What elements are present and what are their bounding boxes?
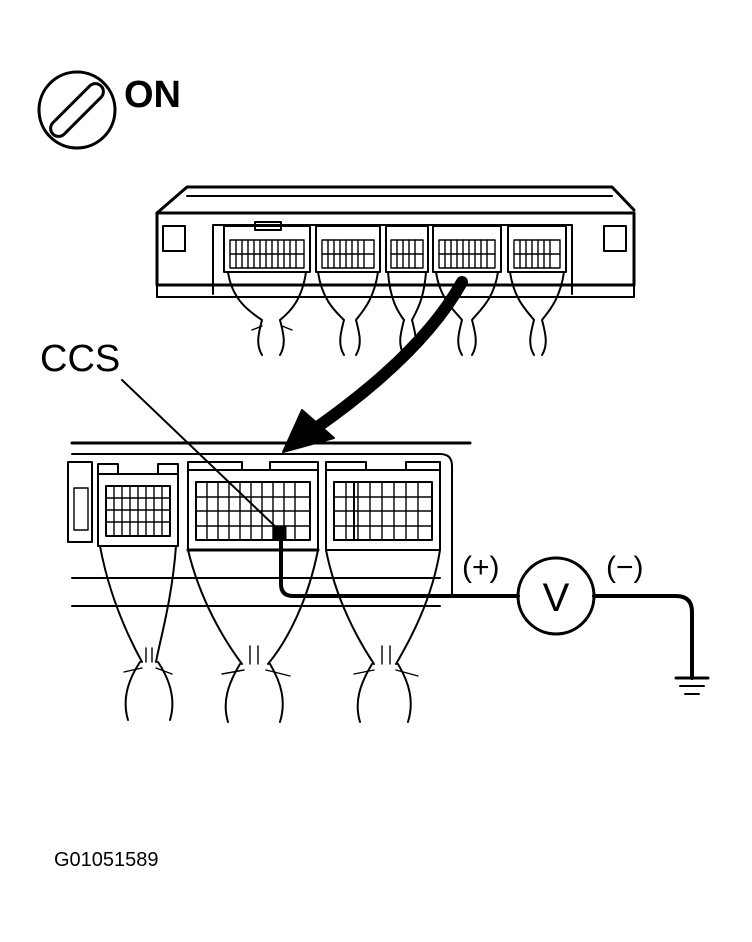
ecu-connector-2 (315, 225, 381, 273)
probe-wire-negative (592, 594, 694, 680)
ecu-connector-5 (507, 225, 567, 273)
detail-connector-c (325, 461, 441, 551)
ecu-overview (155, 185, 636, 356)
detail-harnesses (99, 545, 441, 723)
ignition-switch-icon (37, 70, 117, 150)
detail-connector-b (186, 461, 320, 552)
detail-connector-left (67, 461, 93, 543)
negative-terminal-label: (−) (606, 551, 644, 584)
probe-wire-positive (279, 532, 520, 598)
figure-code: G01051589 (54, 849, 159, 871)
ignition-on-label: ON (124, 74, 181, 116)
zoom-arrow (282, 276, 468, 453)
positive-terminal-label: (+) (462, 551, 500, 584)
ecu-connector-4 (432, 225, 502, 273)
detail-connector-a (97, 463, 179, 547)
ecu-connector-3 (385, 225, 429, 273)
ecu-connector-1 (223, 221, 311, 273)
ccs-terminal-label: CCS (40, 338, 120, 380)
voltmeter-symbol: V (543, 576, 570, 620)
voltmeter: V (516, 556, 596, 636)
ground-icon (674, 676, 710, 695)
ecu-detail (67, 441, 472, 723)
ccs-leader-line (121, 379, 282, 533)
